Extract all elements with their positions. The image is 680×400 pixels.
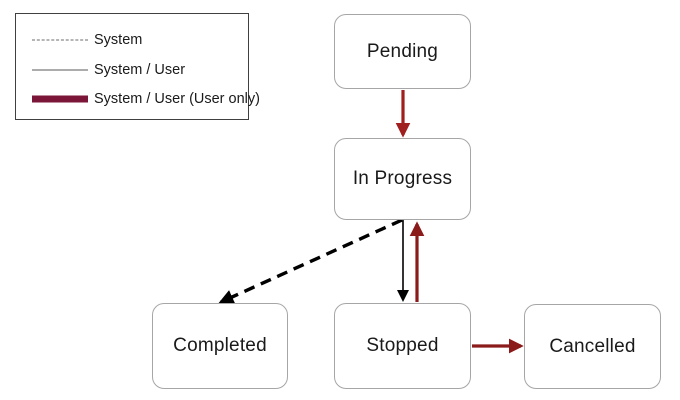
legend-label-system-user-user-only: System / User (User only) bbox=[94, 91, 260, 107]
state-node-stopped[interactable]: Stopped bbox=[334, 303, 471, 389]
state-label-pending: Pending bbox=[366, 40, 439, 62]
legend-item-system-user-user-only: System / User (User only) bbox=[16, 88, 260, 110]
legend-swatch-solid-icon bbox=[32, 59, 88, 81]
state-node-in-progress[interactable]: In Progress bbox=[334, 138, 471, 220]
state-label-cancelled: Cancelled bbox=[549, 335, 636, 357]
state-label-completed: Completed bbox=[173, 335, 267, 356]
state-node-cancelled[interactable]: Cancelled bbox=[524, 304, 661, 389]
legend-swatch-dashed-icon bbox=[32, 29, 88, 51]
legend-label-system-user: System / User bbox=[94, 62, 186, 78]
state-node-completed[interactable]: Completed bbox=[152, 303, 288, 389]
state-label-stopped: Stopped bbox=[366, 335, 439, 356]
state-node-pending[interactable]: Pending bbox=[334, 14, 471, 89]
legend-swatch-thick-icon bbox=[32, 88, 88, 110]
edge-in-progress-to-completed bbox=[218, 218, 403, 304]
legend-box: System System / User System / User (User… bbox=[15, 13, 260, 120]
legend-item-system-user: System / User bbox=[16, 59, 248, 81]
legend-item-system: System bbox=[16, 29, 248, 51]
legend-label-system: System bbox=[94, 32, 143, 48]
state-label-in-progress: In Progress bbox=[352, 168, 453, 189]
